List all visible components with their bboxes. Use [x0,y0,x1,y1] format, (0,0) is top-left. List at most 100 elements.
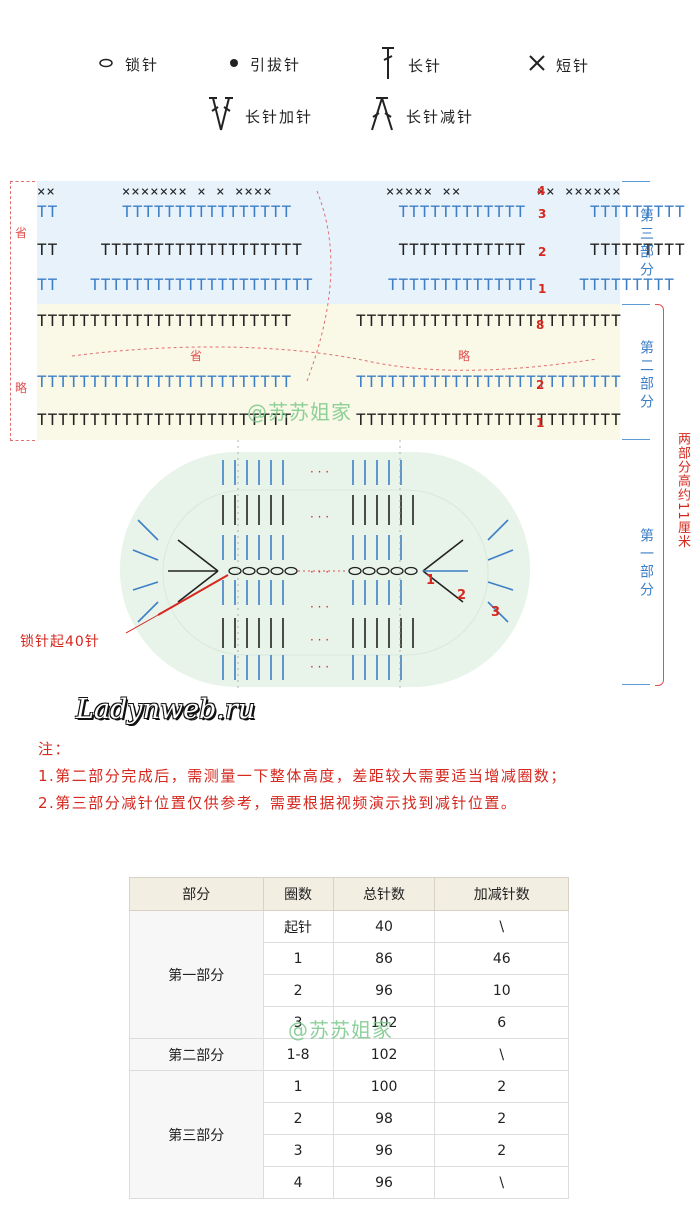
height-bracket [655,304,664,686]
omit-label-bottom: 略 [15,381,28,395]
omit-label-top: 省 [15,226,28,240]
table-row: 1 86 46 [130,942,569,975]
part2-round2-row: TTTTTTTTTTTTTTTTTTTTTTTT TTTTTTTTTTTTTTT… [37,372,622,391]
ladynweb-logo: Ladynweb.ru [76,694,256,725]
change-cell: 2 [434,1134,569,1167]
part3-label: 第三部分 [638,208,654,280]
legend-dc-dec: 长针减针 [368,95,474,137]
table-row: 第三部分 1 100 2 [129,1070,569,1199]
round-num-p1-1: 1 [426,573,436,588]
legend-chain-label: 锁针 [125,56,160,74]
th-change: 加减针数 [434,877,569,911]
table-row: 2 98 2 [130,1102,569,1135]
notes-line2: 2.第三部分减针位置仅供参考，需要根据视频演示找到减针位置。 [38,794,518,812]
change-cell: \ [434,1038,569,1071]
round-num-p1-2: 2 [457,588,467,603]
round-num-p2-2: 2 [536,378,545,392]
notes-title: 注： [38,740,72,758]
legend-dc-dec-label: 长针减针 [406,107,475,126]
part2-label: 第二部分 [638,340,654,412]
round-num-p3-4: 4 [537,184,546,198]
round-num-p3-2: 2 [538,245,547,259]
legend-chain: 锁针 [97,54,159,75]
change-cell: 2 [434,1070,569,1103]
table-row: 第一部分 起针 40 \ [129,910,569,1039]
omit-curves [71,190,598,382]
round-cell: 4 [262,1166,334,1199]
legend-slip: 引拔针 [228,54,301,75]
round-cell: 2 [262,1102,334,1135]
round-cell: 1-8 [262,1038,334,1071]
total-cell: 96 [332,1166,436,1199]
change-cell: 46 [434,942,569,975]
th-part: 部分 [129,877,264,911]
part3-round2-row: TT TTTTTTTTTTTTTTTTTTT TTTTTTTTTTTT TTTT… [37,240,686,259]
total-cell: 102 [332,1006,436,1039]
total-cell: 96 [332,974,436,1007]
omit-dots-4: · · · [310,600,330,614]
round-cell: 3 [262,1006,334,1039]
chain-stitch-icon [97,56,115,74]
part1-label: 第一部分 [638,528,654,600]
round-cell: 2 [262,974,334,1007]
dc-decrease-icon [368,95,396,137]
legend-dc: 长针 [378,45,442,85]
part1-oval-chart [120,440,530,690]
dc-increase-icon [207,95,235,137]
legend-slip-label: 引拔针 [250,56,302,74]
notes-line1: 1.第二部分完成后，需测量一下整体高度，差距较大需要适当增减圈数； [38,767,567,785]
round-cell: 1 [262,1070,334,1103]
single-crochet-icon [528,54,546,76]
change-cell: 2 [434,1102,569,1135]
change-cell: 6 [434,1006,569,1039]
omit-mid-a: 省 [190,349,203,363]
round-cell: 3 [262,1134,334,1167]
part3-round4-row: ×× ××××××× × × ×××× ××××× ×× ×× ×××××× [37,184,622,200]
omit-dots-1: · · · [310,465,330,479]
legend-dc-inc: 长针加针 [207,95,313,137]
part2-bracket [622,304,650,440]
total-cell: 86 [332,942,436,975]
total-cell: 102 [332,1038,436,1071]
part3-panel [37,181,620,304]
part1-bracket [622,439,650,685]
omit-bracket [10,181,35,441]
start-label: 锁针起40针 [20,634,100,650]
round-num-p2-8: 8 [536,318,545,332]
total-cell: 40 [332,910,436,943]
part-cell: 第三部分 [129,1070,264,1199]
legend-dc-label: 长针 [408,56,443,75]
part2-panel [37,304,620,440]
table-row: 3 102 6 [130,1006,569,1039]
double-crochet-icon [378,45,398,85]
omit-dots-3: · · · [310,565,330,579]
th-total: 总针数 [332,877,436,911]
round-cell: 1 [262,942,334,975]
legend-sc: 短针 [528,54,590,76]
table-header-row: 部分 圈数 总针数 加减针数 [129,877,569,911]
th-round: 圈数 [262,877,334,911]
legend-dc-inc-label: 长针加针 [245,107,314,126]
watermark-chart: @苏苏姐家 [247,400,352,424]
round-num-p3-1: 1 [538,282,547,296]
total-cell: 98 [332,1102,436,1135]
watermark-table: @苏苏姐家 [288,1018,393,1042]
part-cell: 第一部分 [129,910,264,1039]
omit-dots-5: · · · [310,633,330,647]
omit-dots-6: · · · [310,660,330,674]
part3-round3-row: TT TTTTTTTTTTTTTTTT TTTTTTTTTTTT TTTTTTT… [37,202,686,221]
omit-dots-2: · · · [310,510,330,524]
total-cell: 100 [332,1070,436,1103]
change-cell: \ [434,910,569,943]
table-row: 3 96 2 [130,1134,569,1167]
part3-bracket [622,181,650,305]
change-cell: \ [434,1166,569,1199]
part-cell: 第二部分 [129,1038,264,1071]
round-num-p3-3: 3 [538,207,547,221]
round-cell: 起针 [262,910,334,943]
table-row: 2 96 10 [130,974,569,1007]
stitch-count-table: 部分 圈数 总针数 加减针数 第一部分 起针 40 \ 1 86 46 2 96… [129,877,569,1199]
part2-round8-row: TTTTTTTTTTTTTTTTTTTTTTTT TTTTTTTTTTTTTTT… [37,311,622,330]
part2-round1-row: TTTTTTTTTTTTTTTTTTTTTTTT TTTTTTTTTTTTTTT… [37,410,622,429]
height-note: 两部分高约11厘米 [675,432,690,549]
